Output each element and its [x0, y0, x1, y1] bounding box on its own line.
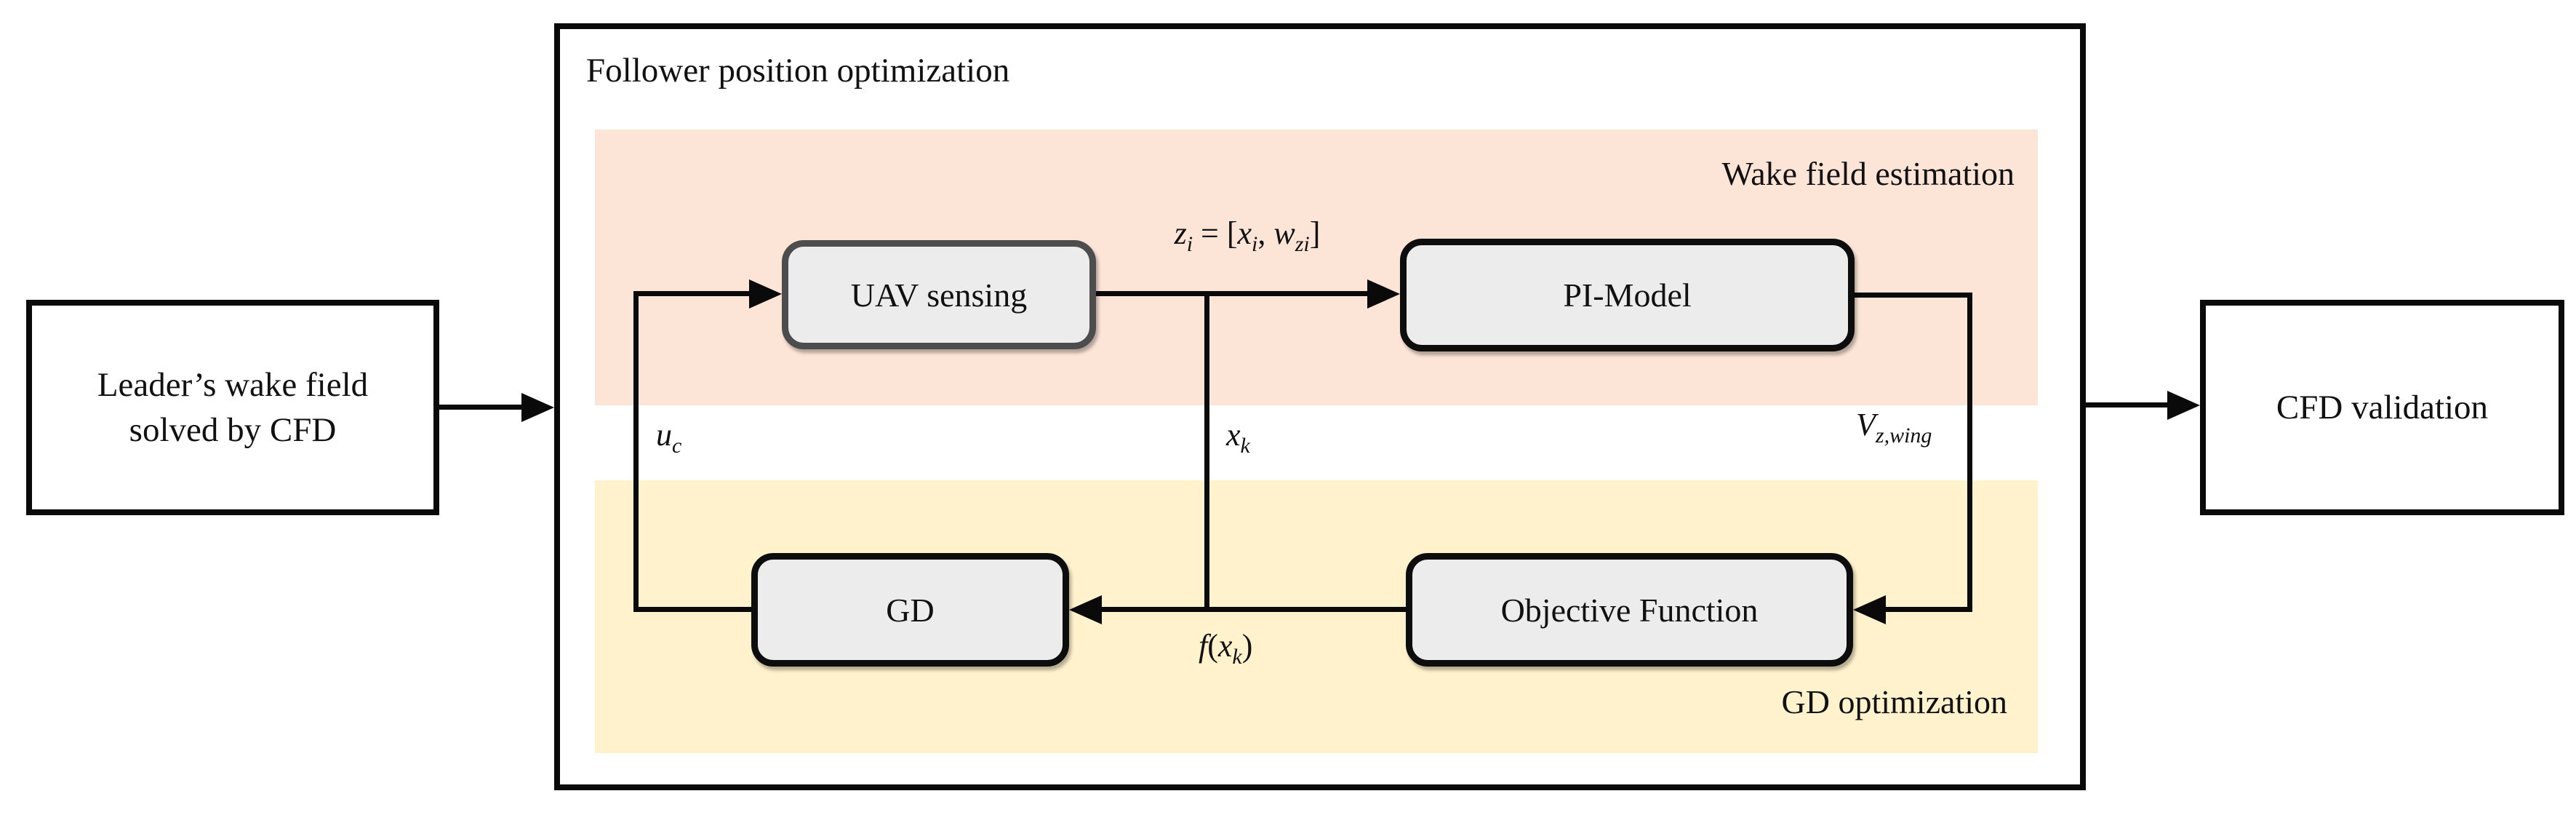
leader-wake-line1: Leader’s wake field [97, 366, 369, 404]
feedback-line-top [636, 291, 753, 296]
pi-model-node: PI-Model [1400, 239, 1855, 351]
leader-wake-box: Leader’s wake field solved by CFD [26, 300, 439, 515]
edge-label-vzwing: Vz,wing [1856, 406, 1932, 446]
arrow-leader-to-container-line [439, 405, 524, 410]
edge-label-fxk: f(xk) [1199, 627, 1253, 667]
arrow-leader-to-container-head [521, 393, 554, 422]
u-subscript: c [672, 433, 682, 458]
uav-sensing-node: UAV sensing [782, 240, 1096, 349]
pi-output-line-vertical [1967, 293, 1972, 612]
w-subscript: zi [1295, 231, 1310, 256]
cfd-validation-box: CFD validation [2200, 300, 2564, 515]
arrow-container-to-cfd-head [2167, 391, 2200, 420]
x-symbol: x [1237, 215, 1252, 251]
equals-sign: = [1193, 215, 1227, 251]
feedback-line-vertical [633, 291, 639, 612]
edge-label-zi: zi = [xi, wzi] [1124, 215, 1371, 255]
z-symbol: z [1174, 215, 1187, 251]
wake-band-label: Wake field estimation [1721, 155, 2015, 192]
arrow-into-objective-head [1853, 595, 1886, 624]
close-bracket: ] [1309, 215, 1321, 251]
f-symbol: f [1199, 628, 1208, 664]
f-arg-symbol: x [1217, 628, 1233, 664]
edge-label-xk: xk [1226, 416, 1250, 456]
xk-branch-line [1204, 294, 1209, 612]
w-symbol: w [1273, 215, 1295, 251]
z-subscript: i [1186, 231, 1193, 256]
xk-symbol: x [1226, 417, 1241, 453]
gd-node: GD [751, 553, 1069, 667]
open-bracket: [ [1226, 215, 1238, 251]
f-arg-subscript: k [1232, 644, 1242, 669]
gd-band-label: GD optimization [1781, 683, 2007, 720]
container-title: Follower position optimization [586, 52, 1010, 90]
edge-label-uc: uc [656, 416, 681, 456]
gd-node-label: GD [886, 591, 935, 629]
v-symbol: V [1856, 407, 1876, 442]
comma: , [1257, 215, 1274, 251]
arrow-into-uav-head [749, 279, 782, 309]
uav-sensing-label: UAV sensing [850, 276, 1028, 314]
pi-output-line-top [1852, 293, 1972, 298]
leader-wake-line2: solved by CFD [129, 411, 337, 449]
x-subscript: i [1252, 231, 1258, 256]
u-symbol: u [656, 417, 672, 453]
pi-output-line-bottom [1884, 607, 1972, 612]
arrow-uav-to-pi-line [1096, 291, 1370, 296]
objective-function-node: Objective Function [1406, 553, 1853, 667]
v-subscript: z,wing [1875, 423, 1932, 448]
objective-function-label: Objective Function [1500, 591, 1759, 629]
arrow-container-to-cfd-line [2086, 402, 2169, 408]
arrow-objective-to-gd-line [1100, 607, 1406, 612]
cfd-validation-label: CFD validation [2276, 389, 2489, 426]
open-paren: ( [1207, 628, 1218, 664]
feedback-line-bottom [636, 607, 754, 612]
arrow-objective-to-gd-head [1069, 595, 1102, 624]
pi-model-label: PI-Model [1563, 277, 1692, 314]
xk-subscript: k [1240, 433, 1250, 458]
close-paren: ) [1241, 628, 1253, 664]
arrow-uav-to-pi-head [1367, 279, 1400, 309]
